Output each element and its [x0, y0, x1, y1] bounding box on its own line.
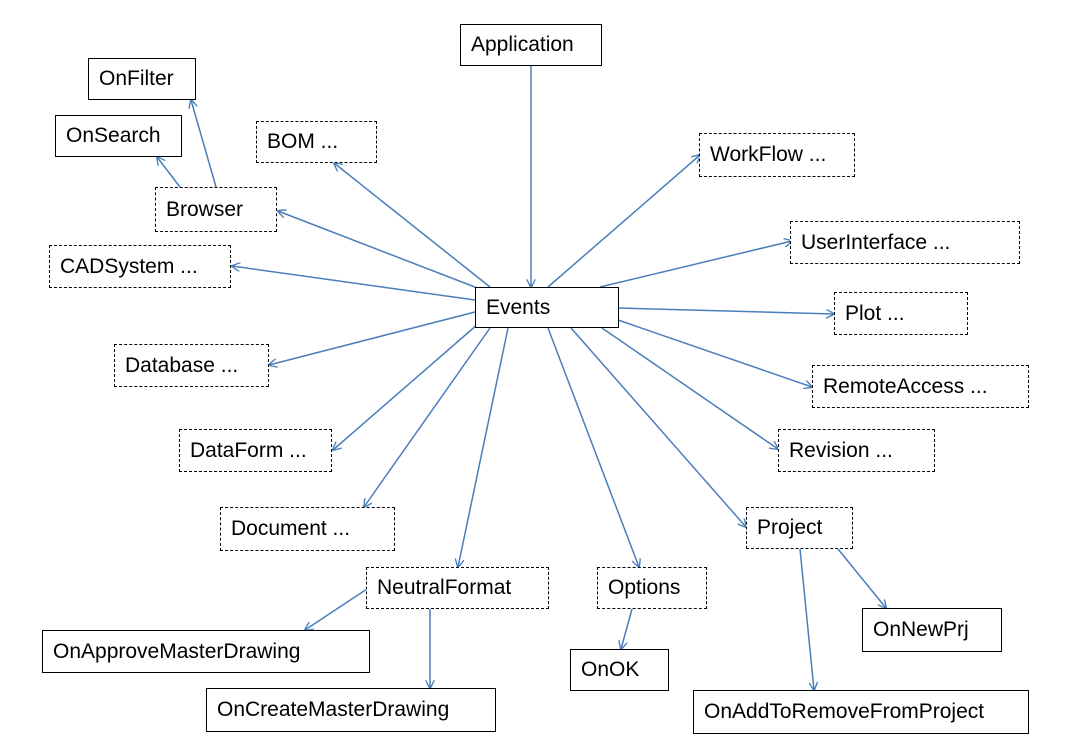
edge-events-plot — [618, 307, 834, 314]
edge-events-remoteaccess — [617, 319, 812, 387]
edge-project-onaddtoremove — [799, 548, 814, 690]
node-workflow: WorkFlow ... — [699, 133, 855, 177]
edge-events-cadsystem — [232, 266, 476, 301]
node-on-search: OnSearch — [55, 115, 182, 157]
edge-events-options — [547, 327, 639, 567]
edge-neutralformat-onapprove — [305, 588, 368, 630]
node-cad-system: CADSystem ... — [49, 245, 231, 288]
node-application: Application — [460, 24, 602, 66]
edge-events-project — [570, 327, 746, 527]
edge-events-bom — [334, 163, 491, 288]
edge-events-database — [269, 311, 476, 365]
node-revision: Revision ... — [778, 429, 935, 472]
node-on-approve-master-drawing: OnApproveMasterDrawing — [42, 630, 370, 673]
node-on-new-prj: OnNewPrj — [862, 608, 1002, 652]
node-browser: Browser — [155, 187, 277, 232]
edge-events-document — [364, 327, 491, 507]
edge-options-onok — [621, 608, 633, 649]
node-bom: BOM ... — [256, 121, 377, 163]
edge-events-workflow — [547, 155, 700, 288]
node-events: Events — [475, 287, 619, 328]
node-document: Document ... — [220, 507, 395, 551]
edge-project-onnewprj — [837, 548, 886, 608]
node-plot: Plot ... — [834, 292, 968, 335]
node-on-create-master-drawing: OnCreateMasterDrawing — [206, 688, 496, 732]
node-options: Options — [597, 567, 707, 609]
edge-browser-onsearch — [157, 157, 181, 188]
node-on-filter: OnFilter — [88, 58, 196, 100]
edge-browser-onfilter — [191, 100, 217, 188]
node-on-ok: OnOK — [570, 649, 669, 691]
node-database: Database ... — [114, 344, 269, 387]
edge-events-browser — [278, 211, 481, 290]
node-on-add-to-remove-from-project: OnAddToRemoveFromProject — [693, 690, 1029, 734]
node-neutral-format: NeutralFormat — [366, 567, 549, 609]
edge-events-revision — [601, 327, 778, 449]
node-user-interface: UserInterface ... — [790, 221, 1020, 264]
edge-events-dataform — [333, 323, 479, 450]
node-data-form: DataForm ... — [179, 429, 332, 472]
edge-events-userinterface — [599, 241, 792, 288]
edge-events-neutralformat — [458, 327, 509, 567]
node-project: Project — [746, 507, 853, 549]
node-remote-access: RemoteAccess ... — [812, 365, 1029, 408]
